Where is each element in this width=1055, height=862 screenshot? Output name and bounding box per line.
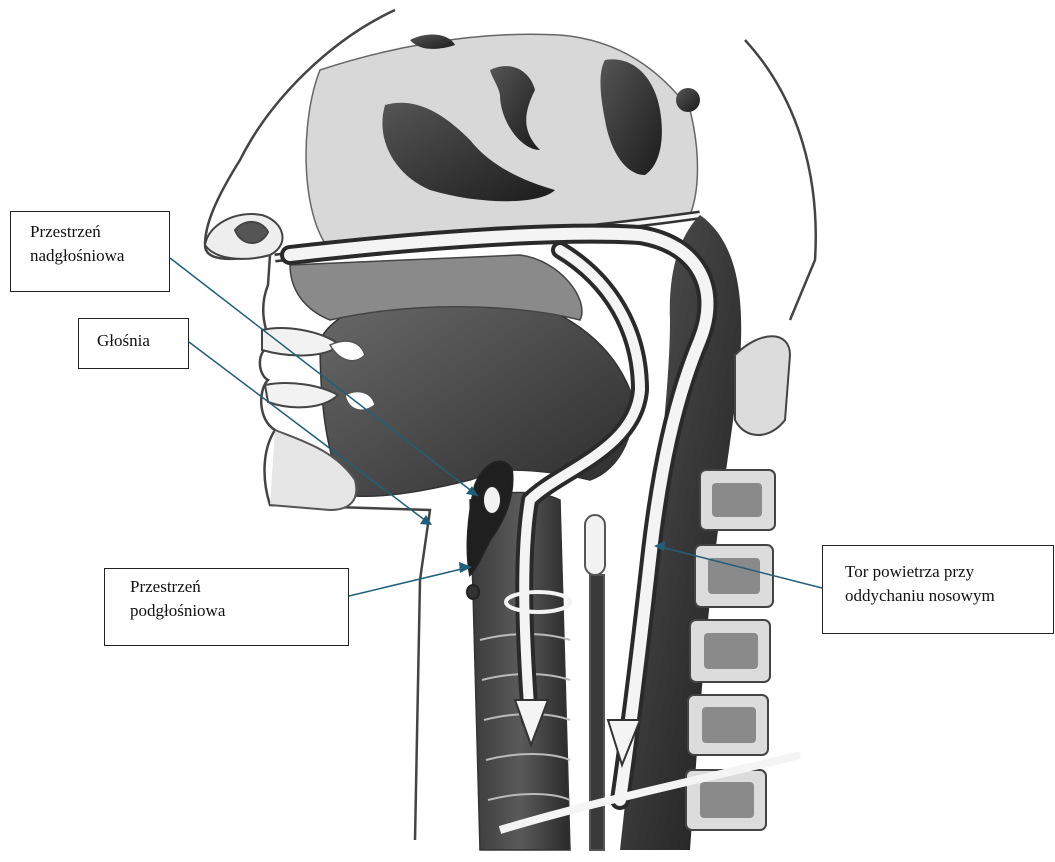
label-subglottic-line2: podgłośniowa — [130, 599, 338, 623]
label-glottis-line1: Głośnia — [97, 329, 178, 353]
label-supraglottic-line1: Przestrzeń — [30, 220, 159, 244]
label-nasal-airway: Tor powietrza przy oddychaniu nosowym — [822, 545, 1054, 634]
label-nasal-airway-line1: Tor powietrza przy — [845, 560, 1043, 584]
nose — [205, 214, 282, 259]
label-subglottic-line1: Przestrzeń — [130, 575, 338, 599]
label-glottis: Głośnia — [78, 318, 189, 369]
leader-line-subglottic — [349, 567, 470, 596]
label-supraglottic-line2: nadgłośniowa — [30, 244, 159, 268]
label-subglottic-space: Przestrzeń podgłośniowa — [104, 568, 349, 646]
label-nasal-airway-line2: oddychaniu nosowym — [845, 584, 1043, 608]
label-supraglottic-space: Przestrzeń nadgłośniowa — [10, 211, 170, 292]
